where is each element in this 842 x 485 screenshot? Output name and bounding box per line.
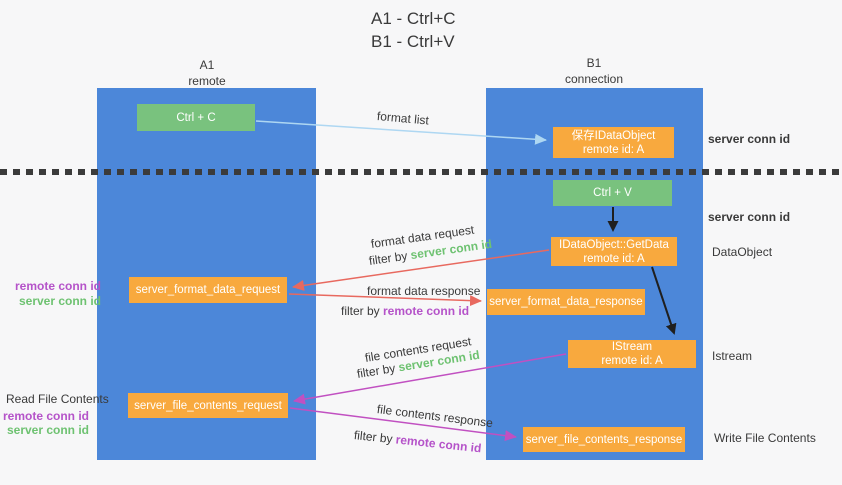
- left-column-role: remote: [188, 74, 226, 89]
- node-server-file-contents-response: server_file_contents_response: [523, 427, 685, 452]
- node-ctrl-c-label: Ctrl + C: [176, 111, 216, 124]
- right-label-dataobject: DataObject: [712, 245, 773, 259]
- node-server-format-data-request: server_format_data_request: [129, 277, 287, 303]
- left-remote-conn-id-top: remote conn id: [14, 279, 101, 293]
- diagram-title: A1 - Ctrl+C B1 - Ctrl+V: [371, 8, 456, 54]
- node-istream-title: IStream: [611, 341, 653, 353]
- filter-by-text: filter by: [341, 304, 384, 318]
- remote-conn-id-text: remote conn id: [383, 304, 470, 318]
- left-server-conn-id-top: server conn id: [18, 294, 101, 308]
- left-column-name: A1: [199, 58, 215, 72]
- right-column-role: connection: [564, 72, 624, 87]
- label-format-list: format list: [376, 109, 430, 128]
- node-save-idataobject-title: 保存IDataObject: [571, 129, 656, 142]
- node-getdata-remote-id: remote id: A: [583, 252, 645, 265]
- node-server-format-data-response: server_format_data_response: [487, 289, 645, 315]
- left-column-header: A1 remote: [147, 57, 267, 89]
- filter-by-text: filter by: [368, 248, 412, 268]
- node-server-format-data-request-label: server_format_data_request: [135, 284, 281, 296]
- left-label-conn-ids-bottom: remote conn id server conn id: [0, 409, 89, 437]
- node-ctrl-c: Ctrl + C: [137, 104, 255, 131]
- right-label-write-file-contents: Write File Contents: [714, 431, 816, 445]
- right-label-server-conn-id-top: server conn id: [708, 132, 791, 146]
- left-server-conn-id-bottom: server conn id: [6, 423, 89, 437]
- node-ctrl-v: Ctrl + V: [553, 180, 672, 206]
- node-server-file-contents-request: server_file_contents_request: [128, 393, 288, 418]
- filter-by-text: filter by: [355, 360, 400, 381]
- title-line-2: B1 - Ctrl+V: [371, 31, 455, 51]
- node-server-file-contents-request-label: server_file_contents_request: [134, 399, 282, 412]
- right-column-header: B1 connection: [534, 55, 654, 87]
- node-getdata-title: IDataObject::GetData: [559, 238, 669, 251]
- node-save-idataobject: 保存IDataObject remote id: A: [553, 127, 674, 158]
- remote-conn-id-text: remote conn id: [395, 432, 483, 456]
- right-column-name: B1: [586, 56, 602, 70]
- node-ctrl-v-label: Ctrl + V: [593, 187, 632, 199]
- node-server-format-data-response-label: server_format_data_response: [489, 296, 643, 308]
- label-filter-by-remote-conn-id-2: filter by remote conn id: [353, 428, 482, 455]
- filter-by-text: filter by: [353, 428, 397, 447]
- node-istream: IStream remote id: A: [568, 340, 696, 368]
- dashed-divider-line: [0, 169, 842, 175]
- right-label-istream: Istream: [712, 349, 753, 363]
- label-format-data-response: format data response: [367, 284, 481, 298]
- left-label-read-file-contents: Read File Contents: [6, 392, 109, 406]
- label-filter-by-remote-conn-id-1: filter by remote conn id: [341, 304, 469, 318]
- title-line-1: A1 - Ctrl+C: [371, 9, 456, 28]
- node-server-file-contents-response-label: server_file_contents_response: [525, 433, 683, 446]
- label-file-contents-response: file contents response: [376, 402, 494, 431]
- left-remote-conn-id-bottom: remote conn id: [2, 409, 89, 423]
- node-save-idataobject-remote-id: remote id: A: [582, 143, 645, 156]
- right-label-server-conn-id-mid: server conn id: [708, 210, 791, 224]
- left-label-conn-ids-top: remote conn id server conn id: [0, 279, 101, 309]
- node-idataobject-getdata: IDataObject::GetData remote id: A: [551, 237, 677, 266]
- node-istream-remote-id: remote id: A: [601, 355, 663, 367]
